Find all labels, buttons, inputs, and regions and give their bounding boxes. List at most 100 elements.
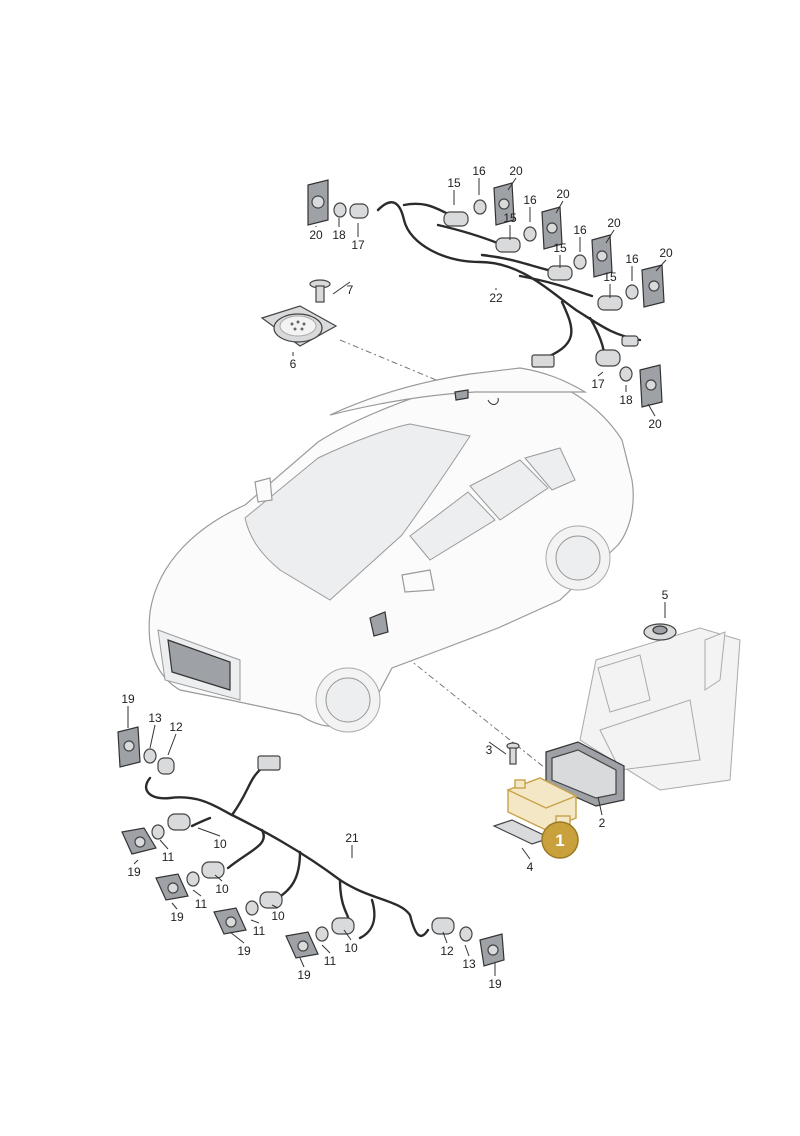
car-body <box>148 367 634 733</box>
control-unit-1 <box>506 777 578 831</box>
callout-16: 16 <box>625 252 639 281</box>
sensor-17 <box>349 203 369 219</box>
callout-10: 10 <box>214 874 229 896</box>
screw-7 <box>309 279 331 303</box>
callout-leader <box>442 931 448 944</box>
screw-3 <box>506 742 520 765</box>
callout-11: 11 <box>321 944 337 968</box>
callout-22: 22 <box>489 288 503 305</box>
callout-leader <box>321 944 331 954</box>
callout-number: 17 <box>351 238 365 252</box>
callout-number: 19 <box>488 977 502 991</box>
callout-16: 16 <box>472 164 486 195</box>
callout-number: 3 <box>486 743 493 757</box>
callout-number: 16 <box>573 223 587 237</box>
sensor-15 <box>443 211 469 227</box>
callout-number: 15 <box>603 270 617 284</box>
callout-number: 20 <box>648 417 662 431</box>
callout-20: 20 <box>605 216 621 244</box>
callout-12: 12 <box>440 931 454 958</box>
callout-18: 18 <box>619 385 633 407</box>
callout-number: 2 <box>599 816 606 830</box>
callout-number: 15 <box>503 211 517 225</box>
callout-leader <box>167 733 177 756</box>
rear-sensor-set <box>307 179 665 408</box>
mounting-bracket <box>579 627 741 791</box>
callout-5: 5 <box>662 588 669 618</box>
callout-number: 15 <box>447 176 461 190</box>
callout-number: 15 <box>553 241 567 255</box>
callout-number: 13 <box>462 957 476 971</box>
callout-13: 13 <box>462 944 476 971</box>
callout-number: 20 <box>309 228 323 242</box>
callout-16: 16 <box>523 193 537 222</box>
callout-number: 4 <box>527 860 534 874</box>
callout-15: 15 <box>503 211 517 240</box>
callout-17: 17 <box>591 371 605 391</box>
callout-10: 10 <box>343 929 358 955</box>
callout-number: 19 <box>237 944 251 958</box>
callout-7: 7 <box>332 281 354 297</box>
callout-number: 20 <box>509 164 523 178</box>
callout-19: 19 <box>488 962 502 991</box>
callout-13: 13 <box>148 711 162 749</box>
callout-20: 20 <box>309 226 323 242</box>
callout-leader <box>647 403 656 417</box>
callout-19: 19 <box>127 859 141 879</box>
callout-leader <box>192 889 202 897</box>
callout-leader <box>271 904 279 909</box>
sensor-5 <box>643 623 677 641</box>
speaker-6 <box>260 305 338 347</box>
callout-leader <box>655 259 667 272</box>
callout-number: 5 <box>662 588 669 602</box>
callout-2: 2 <box>597 796 606 830</box>
callout-leader <box>133 859 139 865</box>
callout-15: 15 <box>603 270 617 298</box>
callout-leader <box>488 741 507 755</box>
callout-number: 19 <box>127 865 141 879</box>
front-wiring-harness <box>144 755 430 940</box>
callout-17: 17 <box>351 223 365 252</box>
callout-number: 11 <box>324 954 337 968</box>
callout-number: 10 <box>215 882 229 896</box>
callout-leader <box>229 931 245 944</box>
callout-leader <box>149 724 156 749</box>
callout-number: 20 <box>556 187 570 201</box>
rear-wiring-harness <box>376 201 642 368</box>
callout-21: 21 <box>345 831 359 858</box>
callout-16: 16 <box>573 223 587 252</box>
callout-number: 16 <box>472 164 486 178</box>
badge-label: 1 <box>555 831 564 850</box>
callout-number: 19 <box>297 968 311 982</box>
callout-20: 20 <box>655 246 673 272</box>
callout-19: 19 <box>170 902 184 924</box>
callout-number: 10 <box>271 909 285 923</box>
callout-leader <box>197 827 221 837</box>
callout-number: 6 <box>290 357 297 371</box>
callout-number: 11 <box>253 924 266 938</box>
callout-number: 20 <box>607 216 621 230</box>
callout-3: 3 <box>486 741 507 757</box>
callout-number: 16 <box>523 193 537 207</box>
callout-number: 19 <box>121 692 135 706</box>
callout-number: 18 <box>619 393 633 407</box>
callout-number: 13 <box>148 711 162 725</box>
seal-ring-18 <box>333 202 347 218</box>
callout-15: 15 <box>553 241 567 268</box>
callout-number: 10 <box>213 837 227 851</box>
callout-leader <box>214 874 223 882</box>
callout-leader <box>555 200 564 214</box>
callout-11: 11 <box>250 919 266 938</box>
callout-number: 11 <box>195 897 208 911</box>
callout-10: 10 <box>197 827 227 851</box>
harness-connector <box>531 354 555 368</box>
callout-20: 20 <box>555 187 570 214</box>
callout-number: 21 <box>345 831 359 845</box>
harness-connector-front <box>257 755 281 771</box>
callout-number: 20 <box>659 246 673 260</box>
callout-leader <box>343 929 352 941</box>
callout-leader <box>159 839 169 850</box>
callout-leader <box>507 177 517 191</box>
callout-leader <box>171 902 178 910</box>
callout-15: 15 <box>447 176 461 205</box>
